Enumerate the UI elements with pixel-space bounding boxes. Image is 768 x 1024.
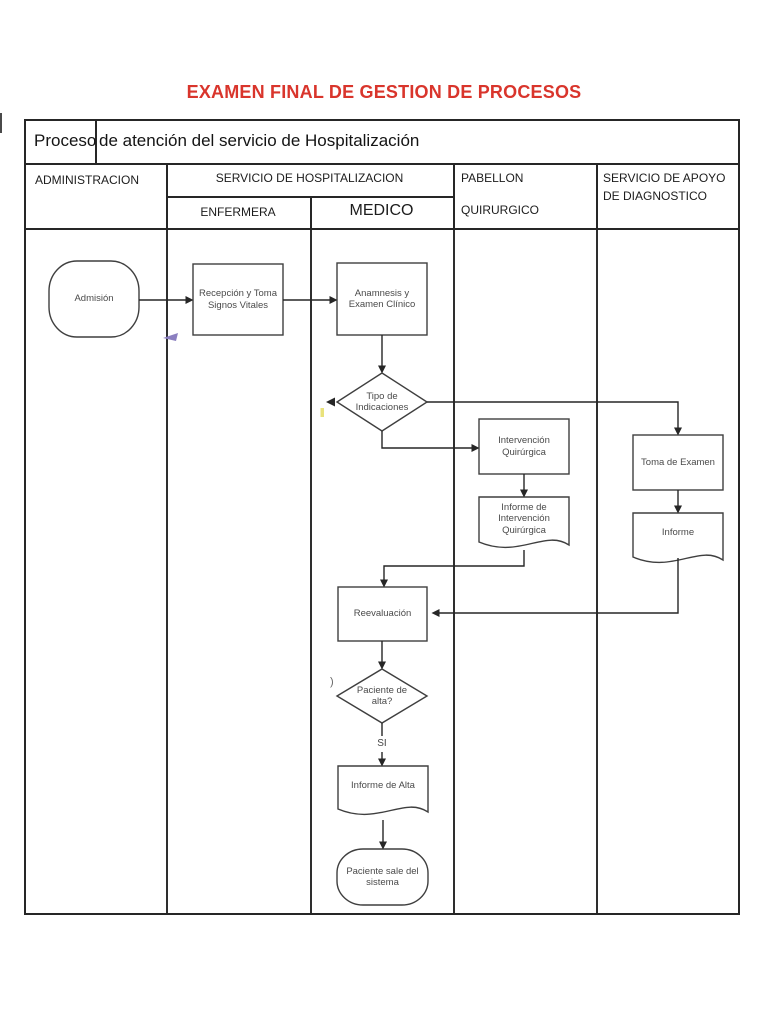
lane-header-pabellon-line1: PABELLON bbox=[461, 171, 524, 185]
connector-informe-int-reevaluacion bbox=[380, 550, 525, 588]
proceso-label: Proceso bbox=[34, 131, 97, 150]
page-title: EXAMEN FINAL DE GESTION DE PROCESOS bbox=[186, 82, 582, 102]
informe-intervencion-document-shape bbox=[478, 496, 570, 549]
lane-line-pabellon-apoyo bbox=[596, 230, 598, 913]
paciente-alta-label: Paciente de alta? bbox=[356, 684, 408, 708]
scan-artifact-edge-tick bbox=[0, 113, 2, 133]
si-branch-label: SI bbox=[377, 738, 387, 749]
scan-artifact-purple-mark bbox=[163, 333, 178, 341]
header-divider-admin-hosp bbox=[166, 163, 168, 228]
lane-header-hospitalizacion: SERVICIO DE HOSPITALIZACION bbox=[215, 171, 404, 185]
paciente-sale-label: Paciente sale del sistema bbox=[346, 865, 419, 889]
scan-artifact-yellow-mark bbox=[320, 408, 324, 417]
lane-line-enfermera-medico bbox=[310, 230, 312, 913]
tipo-left-arrowhead bbox=[326, 397, 335, 407]
intervencion-label: Intervención Quirúrgica bbox=[498, 435, 550, 458]
connector-tipo-toma-examen bbox=[427, 401, 682, 436]
informe-alta-document-shape bbox=[337, 765, 429, 816]
lane-header-administracion: ADMINISTRACION bbox=[35, 173, 140, 187]
header-row-divider bbox=[26, 228, 738, 230]
lane-line-admin-enfermera bbox=[166, 230, 168, 913]
no-branch-artifact: ) bbox=[330, 676, 334, 688]
informe-label: Informe bbox=[661, 527, 695, 539]
informe-document-shape bbox=[632, 512, 724, 564]
proceso-cell-divider bbox=[95, 121, 97, 163]
lane-header-apoyo-line2: DE DIAGNOSTICO bbox=[603, 189, 708, 203]
connector-informe-reevaluacion bbox=[431, 558, 679, 617]
lane-line-medico-pabellon bbox=[453, 230, 455, 913]
lane-header-pabellon-line2: QUIRURGICO bbox=[461, 203, 539, 217]
admision-terminator-shape bbox=[48, 260, 140, 338]
title-row-divider bbox=[26, 163, 738, 165]
anamnesis-label: Anamnesis y Examen Clínico bbox=[348, 287, 416, 311]
toma-examen-label: Toma de Examen bbox=[641, 456, 715, 468]
process-title: de atención del servicio de Hospitalizac… bbox=[99, 131, 420, 150]
header-divider-enfermera-medico bbox=[310, 196, 312, 228]
header-divider-pabellon-apoyo bbox=[596, 163, 598, 228]
toma-examen-process-shape bbox=[632, 434, 724, 491]
lane-header-enfermera: ENFERMERA bbox=[200, 205, 276, 219]
tipo-indicaciones-label: Tipo de Indicaciones bbox=[355, 390, 409, 414]
recepcion-label: Recepción y Toma Signos Vitales bbox=[199, 288, 277, 311]
process-table: Proceso de atención del servicio de Hosp… bbox=[24, 119, 740, 915]
admision-label: Admisión bbox=[74, 293, 114, 305]
intervencion-process-shape bbox=[478, 418, 570, 475]
lane-header-medico: MEDICO bbox=[349, 202, 414, 219]
header-divider-hosp-pabellon bbox=[453, 163, 455, 228]
informe-alta-label: Informe de Alta bbox=[351, 780, 415, 792]
anamnesis-process-shape bbox=[336, 262, 428, 336]
connector-tipo-intervencion bbox=[381, 431, 480, 452]
reevaluacion-label: Reevaluación bbox=[353, 608, 412, 620]
lane-header-apoyo-line1: SERVICIO DE APOYO bbox=[603, 171, 726, 185]
paciente-alta-decision-shape bbox=[335, 668, 429, 724]
informe-intervencion-label: Informe de Intervención Quirúrgica bbox=[498, 501, 550, 536]
